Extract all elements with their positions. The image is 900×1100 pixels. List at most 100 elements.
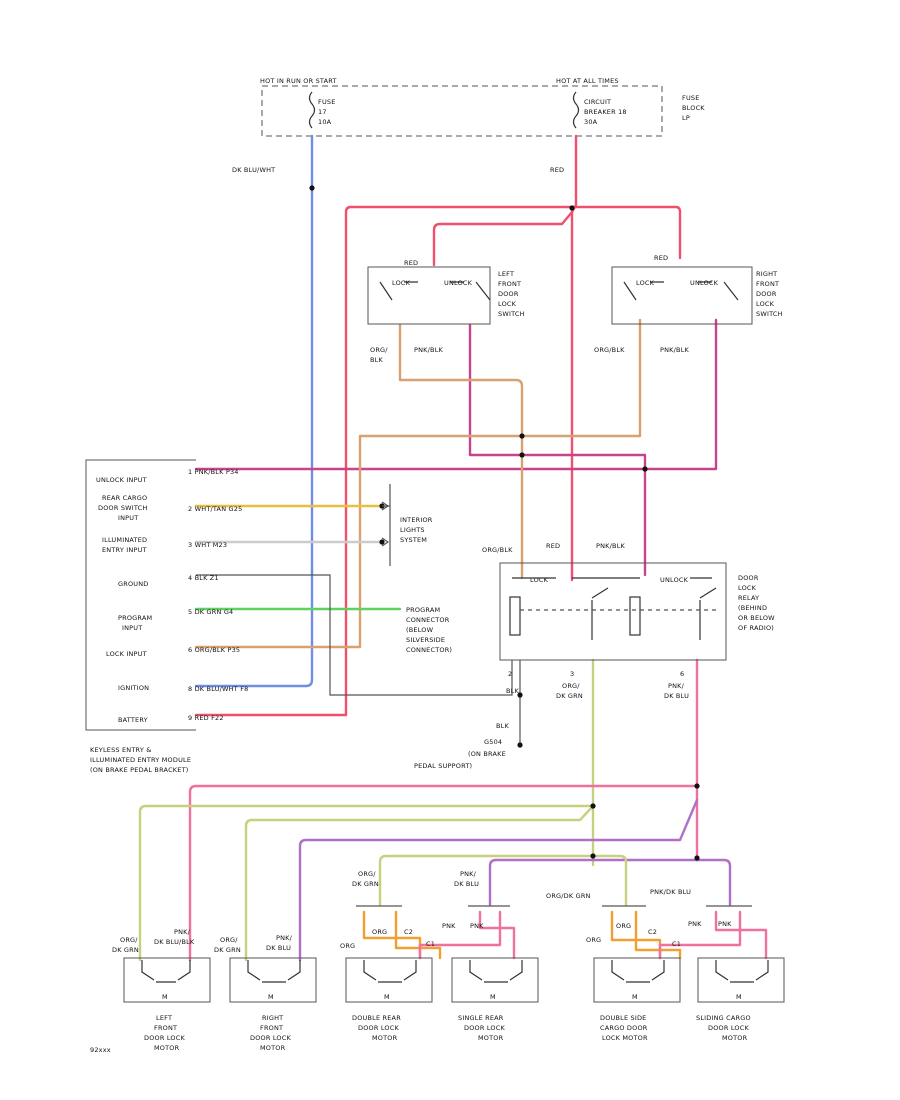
- wire-red-main: [570, 134, 578, 582]
- right-front-door-lock-switch: RED LOCK UNLOCK RIGHT FRONT DOOR LOCK SW…: [594, 254, 782, 354]
- wires: [138, 134, 768, 962]
- door-lock-relay: ORG/BLK RED PNK/BLK LOCK UNLOCK DOOR LOC…: [482, 542, 775, 700]
- left-front-door-lock-switch: RED LOCK UNLOCK LEFT FRONT DOOR LOCK SWI…: [367, 259, 525, 364]
- motor-single-rear-mark: M: [490, 993, 496, 1001]
- cb-label-3: 30A: [584, 118, 598, 126]
- mw-rear-dk-grn: DK GRN: [352, 880, 379, 888]
- lf-switch-name-5: SWITCH: [498, 310, 525, 318]
- motor-single-rear-box: [451, 957, 539, 1003]
- motor-left-front-1: LEFT: [156, 1014, 172, 1022]
- rf-switch-name-2: FRONT: [756, 280, 779, 288]
- mp-3: C2: [404, 928, 413, 936]
- wire-label-1: 1 PNK/BLK P34: [188, 468, 239, 476]
- mp-6: PNK: [470, 922, 484, 930]
- relay-coil-lock: [509, 596, 521, 636]
- motor-left-front-4: MOTOR: [154, 1044, 180, 1052]
- fuse-17: FUSE 17 10A: [308, 91, 335, 129]
- motor-left-front-2: FRONT: [154, 1024, 177, 1032]
- wire-red-bus: [344, 205, 682, 717]
- wire-grn-to-lf-motor: [138, 804, 595, 962]
- circuit-breaker-18: CIRCUIT BREAKER 18 30A: [572, 91, 627, 129]
- motor-double-side-cargo-box: [593, 957, 681, 1003]
- rf-unlock-label: UNLOCK: [690, 279, 719, 287]
- program-connector-2: CONNECTOR: [406, 616, 450, 624]
- relay-blk-label: BLK: [506, 687, 519, 695]
- fuse-number: 17: [318, 108, 327, 116]
- pin-rear-cargo-1: REAR CARGO: [102, 494, 147, 502]
- interior-lights-1: INTERIOR: [400, 516, 433, 524]
- pin-ignition: IGNITION: [118, 684, 149, 692]
- motor-left-front: M LEFT FRONT DOOR LOCK MOTOR: [123, 957, 211, 1052]
- wire-red-lf-switch: [432, 210, 574, 267]
- motor-double-side-cargo: M DOUBLE SIDE CARGO DOOR LOCK MOTOR: [593, 957, 681, 1042]
- wire-pur-to-rf-motor: [298, 798, 699, 962]
- relay-pnk-blk-label: PNK/BLK: [596, 542, 626, 550]
- mw-rf-dk-grn: DK GRN: [214, 946, 241, 954]
- splice-dot: [694, 855, 700, 861]
- lf-org-blk-1: ORG/: [370, 346, 388, 354]
- relay-coil-unlock: [629, 596, 641, 636]
- wire-label-2: 2 WHT/TAN G25: [188, 505, 242, 513]
- door-lock-motors: M LEFT FRONT DOOR LOCK MOTOR M RIGHT FRO…: [123, 957, 785, 1052]
- splice-dot: [642, 466, 648, 472]
- motor-pin-labels: ORG ORG C2 C1 PNK PNK ORG ORG C2 C1 PNK …: [340, 920, 732, 950]
- lf-switch-name-2: FRONT: [498, 280, 521, 288]
- relay-name-4: (BEHIND: [738, 604, 767, 612]
- ground-label-1: G504: [484, 738, 502, 746]
- relay-pin-6: 6: [680, 670, 684, 678]
- pin-illuminated-1: ILLUMINATED: [102, 536, 147, 544]
- wire-label-9: 9 RED F22: [188, 714, 224, 722]
- pin-ground: GROUND: [118, 580, 149, 588]
- motor-double-rear: M DOUBLE REAR DOOR LOCK MOTOR: [345, 957, 433, 1042]
- mp-5: PNK: [442, 922, 456, 930]
- ground-blk-label: BLK: [496, 722, 509, 730]
- splice-dot: [517, 742, 523, 748]
- motor-double-rear-3: MOTOR: [372, 1034, 398, 1042]
- pin-program-1: PROGRAM: [118, 614, 152, 622]
- fuse-block-label-3: LP: [682, 114, 690, 122]
- mw-rf-pnk: PNK/: [276, 934, 293, 942]
- relay-name-2: LOCK: [738, 584, 757, 592]
- wire-pur-to-rear: [488, 858, 699, 907]
- pin-battery: BATTERY: [118, 716, 148, 724]
- lf-switch-name-1: LEFT: [498, 270, 514, 278]
- motor-double-side-cargo-mark: M: [632, 993, 638, 1001]
- wire-pnk-sliding-2: [658, 910, 742, 960]
- motor-double-rear-box: [345, 957, 433, 1003]
- motor-double-side-cargo-3: LOCK MOTOR: [602, 1034, 648, 1042]
- wire-org-single-rear: [394, 910, 442, 960]
- motor-double-rear-2: DOOR LOCK: [358, 1024, 399, 1032]
- rf-lock-label: LOCK: [636, 279, 655, 287]
- cb-label-1: CIRCUIT: [584, 98, 611, 106]
- wire-pur-to-sliding: [695, 858, 732, 907]
- lf-switch-name-4: LOCK: [498, 300, 517, 308]
- splice-dot: [519, 433, 525, 439]
- relay-org-blk-label: ORG/BLK: [482, 546, 513, 554]
- pin-rear-cargo-3: INPUT: [118, 514, 138, 522]
- relay-name-3: RELAY: [738, 594, 759, 602]
- relay-pin-3: 3: [570, 670, 574, 678]
- relay-pnk-dk-blu-1: PNK/: [668, 682, 685, 690]
- wire-grn-to-rf-motor: [244, 804, 595, 962]
- splice-dot: [309, 185, 315, 191]
- lf-lock-label: LOCK: [392, 279, 411, 287]
- wire-pnk-to-lf-motor: [188, 784, 699, 962]
- relay-org-dk-grn-2: DK GRN: [556, 692, 583, 700]
- mp-9: C2: [648, 928, 657, 936]
- program-connector-4: SILVERSIDE: [406, 636, 445, 644]
- relay-name-1: DOOR: [738, 574, 759, 582]
- relay-name-6: OF RADIO): [738, 624, 774, 632]
- splice-dot: [590, 853, 596, 859]
- wire-org-cargo-2: [634, 910, 682, 960]
- wire-label-8: 8 DK BLU/WHT F8: [188, 685, 248, 693]
- relay-org-dk-grn-1: ORG/: [562, 682, 580, 690]
- lf-org-blk-2: BLK: [370, 356, 383, 364]
- wire-pnk-double-rear: [478, 910, 516, 960]
- rf-pnk-blk: PNK/BLK: [660, 346, 690, 354]
- wire-dk-blu-wht: [194, 134, 314, 688]
- mp-2: ORG: [372, 928, 387, 936]
- program-connector-3: (BELOW: [406, 626, 434, 634]
- mp-8: ORG: [616, 922, 631, 930]
- mp-7: ORG: [586, 936, 601, 944]
- fuse-block-label-2: BLOCK: [682, 104, 705, 112]
